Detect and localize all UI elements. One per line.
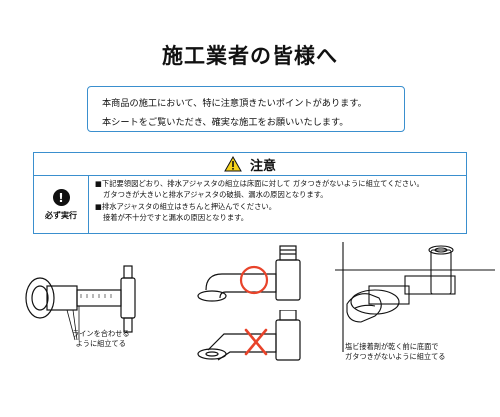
- correct-assembly-figure: [197, 245, 301, 302]
- notice-line-2: 本シートをご覧いただき、確実な施工をお願いいたします。: [102, 117, 349, 128]
- warning-header-label: 注意: [249, 158, 276, 174]
- wrong-assembly-figure: [197, 310, 301, 361]
- notice-box: 本商品の施工において、特に注意頂きたいポイントがあります。 本シートをご覧いただ…: [87, 86, 405, 132]
- warning-header: 注意: [34, 153, 466, 176]
- warning-line-4: 接着が不十分ですと漏水の原因となります。: [103, 212, 248, 222]
- illustrations: ラインを合わせる ように組立てる: [0, 240, 500, 417]
- warning-text: ■下記要領図どおり、排水アジャスタの組立は床面に対して ガタつきがないように組立…: [89, 176, 424, 234]
- notice-line-1: 本商品の施工において、特に注意頂きたいポイントがあります。: [102, 98, 367, 109]
- left-caption: ラインを合わせる ように組立てる: [72, 329, 130, 348]
- exclamation-icon: !: [52, 189, 70, 206]
- warning-line-1: ■下記要領図どおり、排水アジャスタの組立は床面に対して ガタつきがないように組立…: [95, 179, 424, 188]
- warning-triangle-icon: [224, 156, 242, 172]
- warning-line-2: ガタつきが大きいと排水アジャスタの破損、漏水の原因となります。: [103, 190, 328, 200]
- page-title: 施工業者の皆様へ: [162, 44, 338, 68]
- press-assembly-figure: [335, 242, 495, 352]
- warning-line-3: ■排水アジャスタの組立はきちんと押込んでください。: [95, 201, 276, 211]
- must-do-label: 必ず実行: [45, 211, 77, 220]
- right-caption: 塩ビ接着剤が乾く前に底面で ガタつきがないように組立てる: [345, 342, 446, 361]
- must-do-panel: ! 必ず実行: [34, 176, 89, 234]
- alignment-figure: [25, 265, 136, 341]
- warning-box: 注意 ! 必ず実行 ■下記要領図どおり、排水アジャスタの組立は床面に対して ガタ…: [33, 152, 467, 234]
